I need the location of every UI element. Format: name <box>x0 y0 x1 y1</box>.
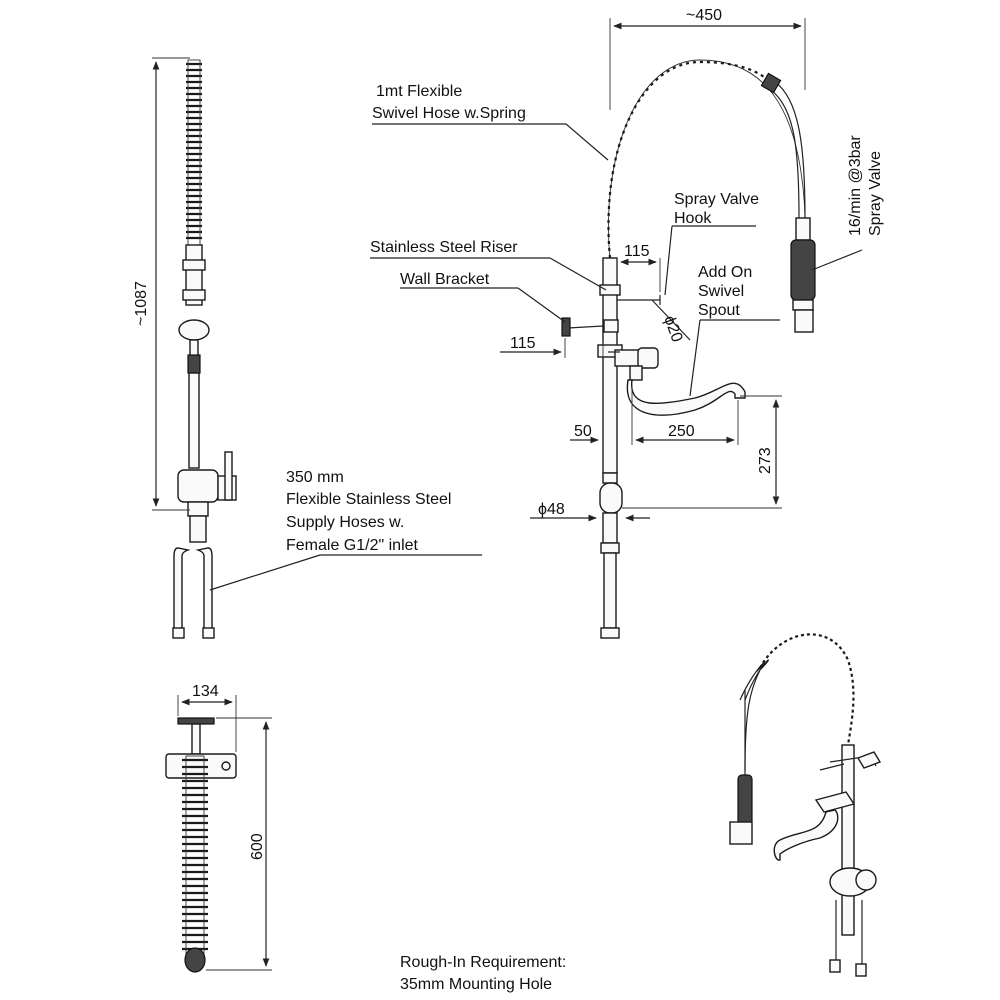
rough-in-note-line2: 35mm Mounting Hole <box>400 976 553 993</box>
callout-hook-2: Hook <box>674 210 712 227</box>
dim-height-total: ~1087 <box>133 281 150 326</box>
callout-hose-2: Swivel Hose w.Spring <box>372 105 526 122</box>
callout-spout-1: Add On <box>698 264 752 281</box>
dim-hook-offset: 115 <box>624 243 650 260</box>
dim-spout-height: 273 <box>757 447 774 474</box>
callout-spout-2: Swivel <box>698 283 744 300</box>
callout-hose-1: 1mt Flexible <box>376 83 462 100</box>
callout-supply-4: Female G1/2" inlet <box>286 537 419 554</box>
callout-spout-3: Spout <box>698 302 740 319</box>
depth-view <box>165 695 272 973</box>
dim-body-dia: ϕ48 <box>538 501 565 518</box>
dim-spout-dia: ϕ20 <box>660 314 685 345</box>
callout-riser: Stainless Steel Riser <box>370 239 518 256</box>
dim-riser-offset: 50 <box>574 423 592 440</box>
callout-supply-2: Flexible Stainless Steel <box>286 491 451 508</box>
callout-spray-valve-1: 16/min @3bar <box>847 135 864 236</box>
dim-hose-height: 600 <box>249 833 266 860</box>
callout-bracket: Wall Bracket <box>400 271 490 288</box>
callout-supply-3: Supply Hoses w. <box>286 514 404 531</box>
isometric-view <box>729 633 882 977</box>
callout-hook-1: Spray Valve <box>674 191 759 208</box>
callout-supply-1: 350 mm <box>286 469 344 486</box>
side-view: ~1087 <box>133 57 482 639</box>
callout-spray-valve-2: Spray Valve <box>867 151 884 236</box>
dim-width-total: ~450 <box>686 7 722 24</box>
side-spring-coil <box>186 59 202 246</box>
rough-in-note-line1: Rough-In Requirement: <box>400 954 567 971</box>
rough-in-note: Rough-In Requirement: 35mm Mounting Hole <box>400 952 566 996</box>
front-view <box>370 18 863 639</box>
dim-spout-reach: 250 <box>668 423 695 440</box>
dim-bracket-offset: 115 <box>510 335 536 352</box>
dim-depth: 134 <box>192 683 219 700</box>
